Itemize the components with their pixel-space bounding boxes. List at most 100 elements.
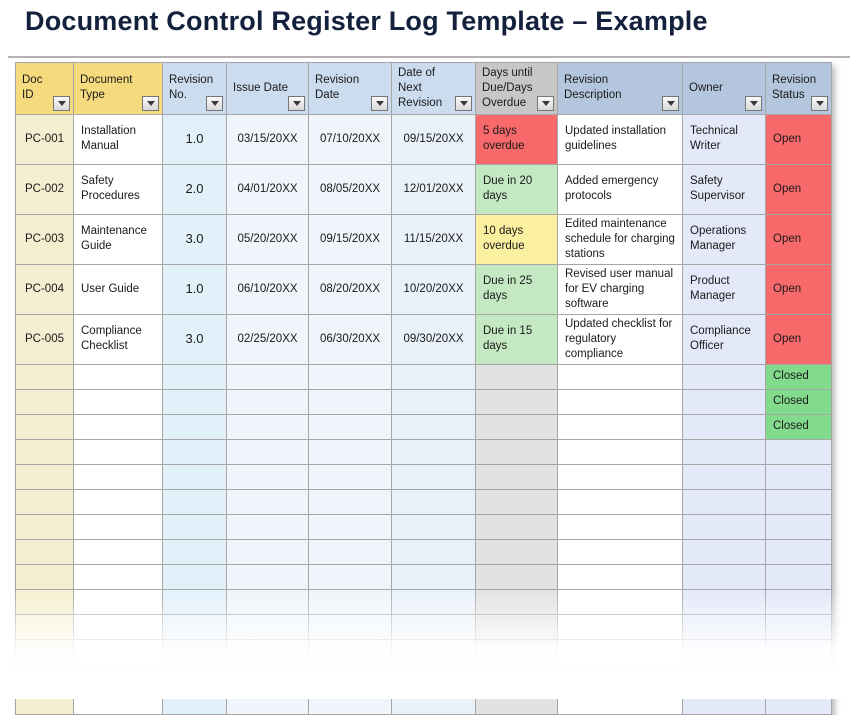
cell-doc_id[interactable]	[15, 663, 74, 690]
cell-description[interactable]	[557, 538, 683, 565]
cell-doc_id[interactable]	[15, 363, 74, 390]
cell-days[interactable]	[475, 438, 558, 465]
cell-owner[interactable]	[682, 563, 766, 590]
cell-rev_date[interactable]	[308, 513, 392, 540]
cell-days[interactable]	[475, 663, 558, 690]
cell-description[interactable]: Added emergency protocols	[557, 163, 683, 215]
cell-status[interactable]	[765, 613, 832, 640]
cell-doc_type[interactable]: Installation Manual	[73, 113, 163, 165]
cell-description[interactable]	[557, 663, 683, 690]
cell-days[interactable]	[475, 363, 558, 390]
cell-doc_id[interactable]: PC-005	[15, 313, 74, 365]
cell-description[interactable]	[557, 638, 683, 665]
cell-next_rev_date[interactable]	[391, 463, 476, 490]
cell-rev_no[interactable]: 1.0	[162, 113, 227, 165]
cell-rev_date[interactable]	[308, 463, 392, 490]
cell-doc_id[interactable]	[15, 613, 74, 640]
cell-days[interactable]	[475, 463, 558, 490]
cell-next_rev_date[interactable]: 11/15/20XX	[391, 213, 476, 265]
cell-doc_type[interactable]: Maintenance Guide	[73, 213, 163, 265]
cell-issue_date[interactable]	[226, 688, 309, 715]
cell-issue_date[interactable]	[226, 588, 309, 615]
cell-issue_date[interactable]	[226, 438, 309, 465]
cell-status[interactable]: Open	[765, 263, 832, 315]
cell-rev_date[interactable]: 07/10/20XX	[308, 113, 392, 165]
cell-issue_date[interactable]	[226, 363, 309, 390]
cell-doc_id[interactable]	[15, 563, 74, 590]
filter-dropdown-button[interactable]	[662, 95, 679, 111]
cell-status[interactable]	[765, 663, 832, 690]
cell-rev_no[interactable]	[162, 513, 227, 540]
column-header-rev_no[interactable]: Revision No.	[162, 62, 227, 115]
cell-rev_date[interactable]: 09/15/20XX	[308, 213, 392, 265]
cell-days[interactable]	[475, 563, 558, 590]
column-header-doc_type[interactable]: Document Type	[73, 62, 163, 115]
cell-rev_no[interactable]: 1.0	[162, 263, 227, 315]
cell-doc_type[interactable]	[73, 663, 163, 690]
cell-rev_date[interactable]: 08/20/20XX	[308, 263, 392, 315]
cell-next_rev_date[interactable]	[391, 388, 476, 415]
cell-rev_date[interactable]	[308, 638, 392, 665]
cell-days[interactable]	[475, 488, 558, 515]
cell-doc_id[interactable]	[15, 588, 74, 615]
cell-description[interactable]: Updated installation guidelines	[557, 113, 683, 165]
cell-days[interactable]	[475, 638, 558, 665]
cell-issue_date[interactable]	[226, 463, 309, 490]
column-header-days[interactable]: Days until Due/Days Overdue	[475, 62, 558, 115]
cell-issue_date[interactable]: 05/20/20XX	[226, 213, 309, 265]
cell-status[interactable]	[765, 538, 832, 565]
cell-rev_no[interactable]	[162, 463, 227, 490]
cell-doc_type[interactable]	[73, 363, 163, 390]
cell-description[interactable]: Revised user manual for EV charging soft…	[557, 263, 683, 315]
cell-next_rev_date[interactable]	[391, 563, 476, 590]
column-header-next_rev_date[interactable]: Date of Next Revision	[391, 62, 476, 115]
column-header-rev_date[interactable]: Revision Date	[308, 62, 392, 115]
column-header-status[interactable]: Revision Status	[765, 62, 832, 115]
filter-dropdown-button[interactable]	[745, 95, 762, 111]
cell-rev_date[interactable]	[308, 613, 392, 640]
cell-doc_id[interactable]: PC-002	[15, 163, 74, 215]
cell-description[interactable]	[557, 563, 683, 590]
cell-doc_type[interactable]	[73, 638, 163, 665]
cell-owner[interactable]	[682, 538, 766, 565]
cell-description[interactable]: Updated checklist for regulatory complia…	[557, 313, 683, 365]
cell-days[interactable]: 10 days overdue	[475, 213, 558, 265]
cell-issue_date[interactable]	[226, 513, 309, 540]
column-header-issue_date[interactable]: Issue Date	[226, 62, 309, 115]
cell-rev_no[interactable]	[162, 613, 227, 640]
cell-description[interactable]	[557, 413, 683, 440]
cell-rev_date[interactable]	[308, 538, 392, 565]
cell-owner[interactable]: Product Manager	[682, 263, 766, 315]
cell-doc_type[interactable]	[73, 513, 163, 540]
cell-status[interactable]	[765, 638, 832, 665]
cell-next_rev_date[interactable]: 10/20/20XX	[391, 263, 476, 315]
cell-status[interactable]: Open	[765, 163, 832, 215]
cell-status[interactable]	[765, 563, 832, 590]
cell-status[interactable]	[765, 588, 832, 615]
cell-rev_date[interactable]	[308, 488, 392, 515]
cell-rev_no[interactable]	[162, 413, 227, 440]
cell-status[interactable]: Closed	[765, 388, 832, 415]
cell-issue_date[interactable]	[226, 413, 309, 440]
cell-rev_no[interactable]	[162, 588, 227, 615]
cell-doc_type[interactable]	[73, 688, 163, 715]
cell-issue_date[interactable]	[226, 388, 309, 415]
cell-issue_date[interactable]: 06/10/20XX	[226, 263, 309, 315]
cell-days[interactable]: 5 days overdue	[475, 113, 558, 165]
cell-doc_id[interactable]	[15, 688, 74, 715]
cell-status[interactable]	[765, 463, 832, 490]
cell-doc_type[interactable]	[73, 563, 163, 590]
cell-owner[interactable]	[682, 638, 766, 665]
cell-next_rev_date[interactable]	[391, 438, 476, 465]
column-header-description[interactable]: Revision Description	[557, 62, 683, 115]
cell-days[interactable]	[475, 588, 558, 615]
cell-days[interactable]: Due in 20 days	[475, 163, 558, 215]
cell-rev_date[interactable]	[308, 438, 392, 465]
cell-next_rev_date[interactable]	[391, 413, 476, 440]
filter-dropdown-button[interactable]	[811, 95, 828, 111]
column-header-owner[interactable]: Owner	[682, 62, 766, 115]
cell-doc_type[interactable]: User Guide	[73, 263, 163, 315]
cell-owner[interactable]	[682, 388, 766, 415]
cell-days[interactable]	[475, 538, 558, 565]
cell-rev_date[interactable]: 06/30/20XX	[308, 313, 392, 365]
